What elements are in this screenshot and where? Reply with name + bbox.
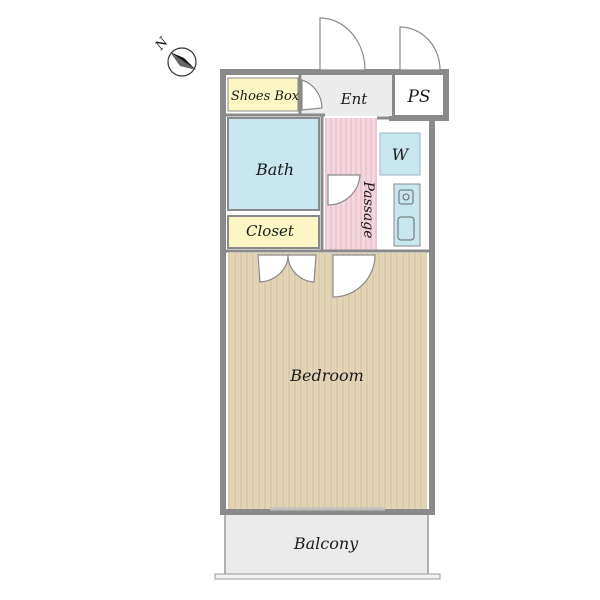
balcony-area — [214, 511, 441, 580]
outer-walls — [220, 69, 449, 515]
sink-icon — [397, 216, 415, 241]
compass-icon — [167, 47, 197, 77]
stove-icon — [398, 189, 414, 205]
entrance-label: Ent — [340, 90, 369, 108]
bath-label: Bath — [255, 160, 294, 179]
shoes-box-label: Shoes Box — [231, 89, 300, 104]
pipe-space-label: PS — [406, 87, 430, 107]
interior-walls — [226, 75, 427, 250]
bedroom-area — [228, 253, 427, 509]
bath-area — [227, 117, 320, 211]
compass-north-label: N — [152, 34, 172, 54]
bedroom-label: Bedroom — [289, 366, 364, 385]
balcony-label: Balcony — [293, 534, 359, 553]
washer-label: W — [392, 145, 410, 164]
washer-area — [379, 132, 421, 176]
passage-label: Passage — [360, 180, 376, 238]
shoes-box-area — [227, 77, 299, 112]
door-swings — [257, 17, 441, 298]
closet-label: Closet — [246, 222, 295, 240]
closet-area — [227, 215, 320, 249]
